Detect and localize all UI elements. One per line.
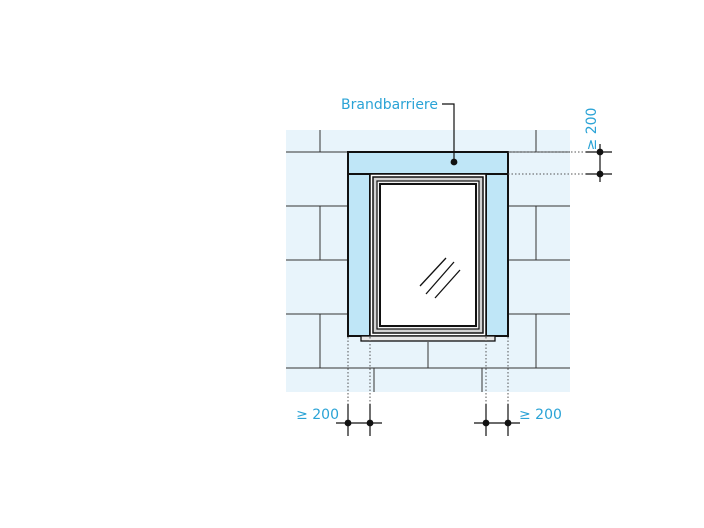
dimension-top: ≥ 200 <box>508 108 612 182</box>
fire-barrier-left-jamb <box>347 173 371 337</box>
fire-barrier-lintel <box>347 151 509 175</box>
fire-barrier-label: Brandbarriere <box>341 97 438 113</box>
window-sill <box>360 335 496 342</box>
fire-barrier-right-jamb <box>485 173 509 337</box>
window-glass <box>379 183 477 327</box>
dimension-right: ≥ 200 <box>474 337 562 436</box>
dim-top-dot-lower <box>596 170 604 178</box>
callout-dot <box>450 158 458 166</box>
window <box>360 173 496 342</box>
dim-right-dot-inner <box>482 419 490 427</box>
dim-top-label: ≥ 200 <box>584 108 600 151</box>
dim-left-label: ≥ 200 <box>296 407 339 423</box>
dim-right-label: ≥ 200 <box>519 407 562 423</box>
dim-top-dot-upper <box>596 148 604 156</box>
dim-left-dot-inner <box>366 419 374 427</box>
dim-right-dot-outer <box>504 419 512 427</box>
fire-barrier-callout: Brandbarriere <box>341 97 458 166</box>
fire-barrier <box>347 151 509 337</box>
glass-reflection-icon <box>419 257 461 299</box>
callout-leader <box>442 103 455 162</box>
dimension-left: ≥ 200 <box>296 337 382 436</box>
dim-left-dot-outer <box>344 419 352 427</box>
